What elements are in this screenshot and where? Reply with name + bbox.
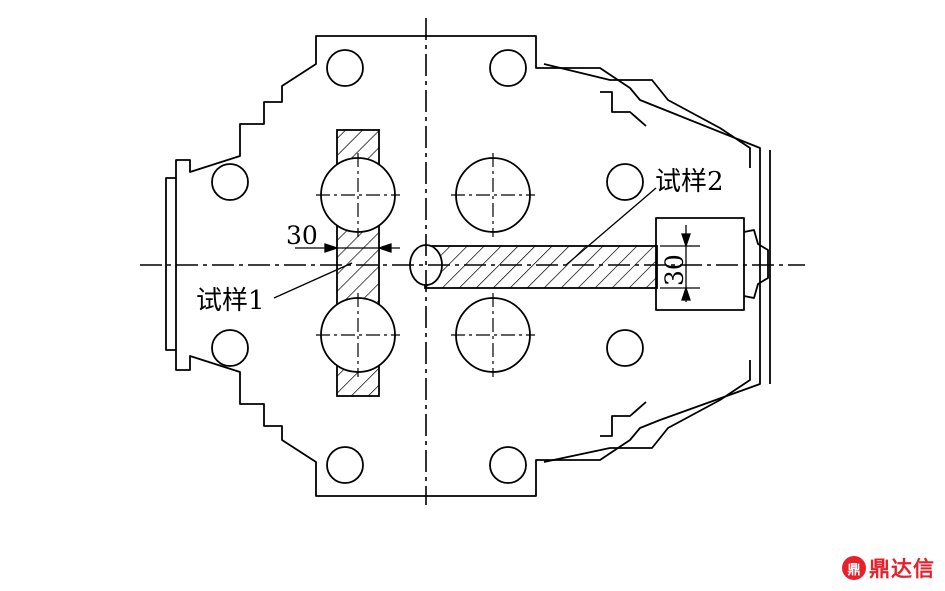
bolt-hole	[326, 49, 364, 87]
end-lugs	[743, 229, 769, 299]
right-boss-upper	[543, 63, 751, 168]
right-boss-lower	[543, 360, 751, 463]
bolt-hole	[211, 163, 249, 201]
sample1-label: 试样1	[196, 286, 265, 316]
bolt-hole	[606, 329, 644, 367]
bolt-hole	[211, 329, 249, 367]
logo-badge-icon: 鼎	[842, 556, 866, 580]
right-step-lower	[600, 401, 647, 437]
logo-text: 鼎达信	[869, 557, 935, 581]
sample2-leader	[565, 187, 657, 266]
sample1-leader	[273, 262, 353, 299]
dimension-label-2: 30	[660, 254, 689, 286]
right-step-upper	[600, 91, 647, 127]
sample2-strip	[424, 245, 658, 289]
bolt-hole	[326, 446, 364, 484]
valve-seat	[320, 157, 396, 233]
bolt-hole	[606, 163, 644, 201]
valve-seat	[455, 297, 531, 373]
valve-seat	[455, 157, 531, 233]
bolt-hole	[489, 446, 527, 484]
plate-outline	[165, 35, 761, 497]
sample2-label: 试样2	[655, 167, 724, 197]
bolt-hole	[489, 49, 527, 87]
dimension-label-1: 30	[286, 221, 318, 250]
valve-seat	[320, 297, 396, 373]
brand-logo: 鼎 鼎达信	[842, 552, 942, 584]
